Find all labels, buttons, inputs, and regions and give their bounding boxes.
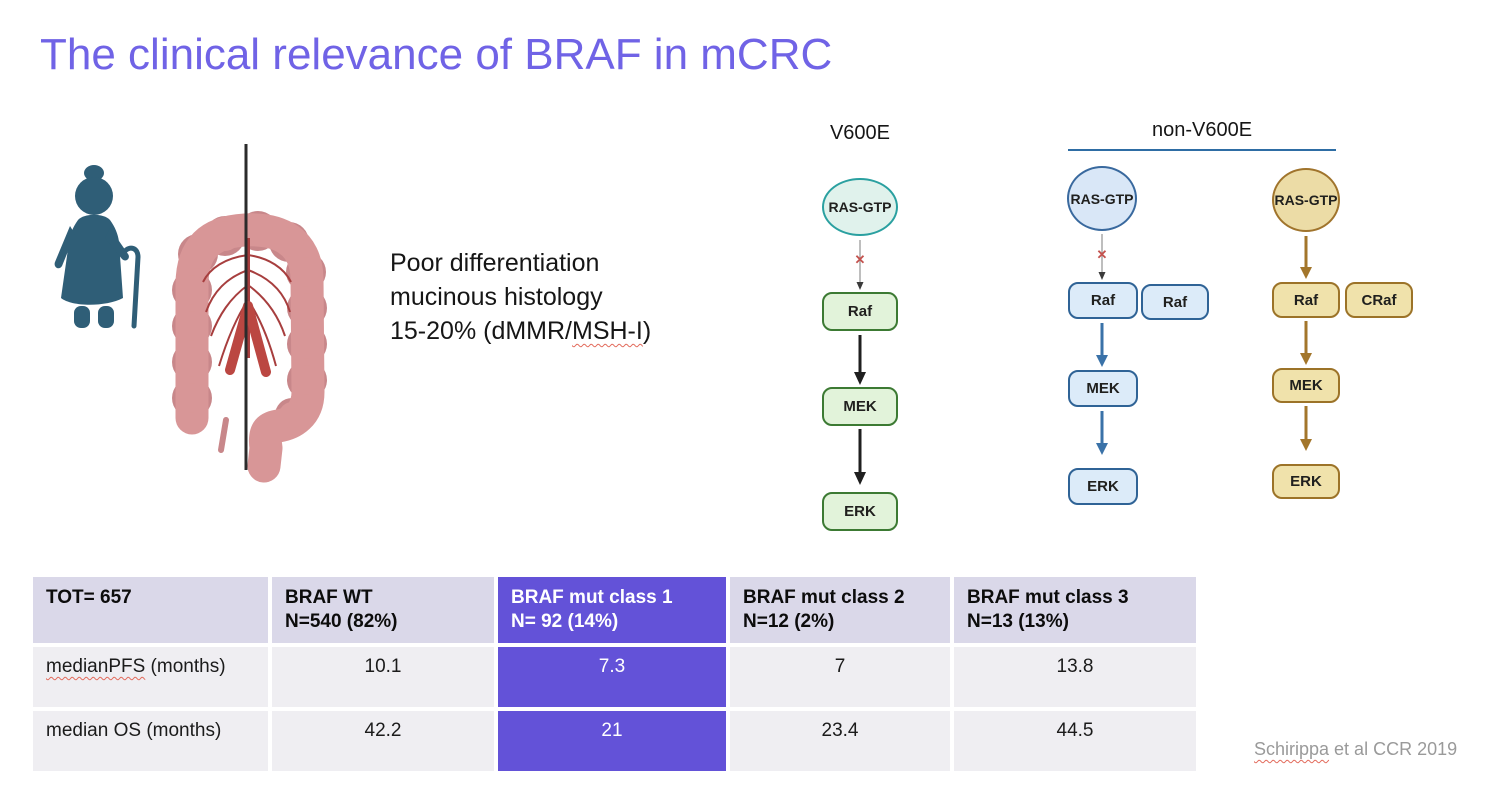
table-cell: 44.5: [954, 711, 1196, 771]
class3-down-arrow-icon: [1300, 236, 1312, 279]
class3-raf-node: Raf: [1272, 282, 1340, 318]
class2-erk-node: ERK: [1068, 468, 1138, 505]
v600e-raf-node: Raf: [822, 292, 898, 331]
table-cell: 10.1: [272, 647, 494, 707]
v600e-down-arrow-icon: [854, 429, 866, 485]
v600e-down-arrow-icon: [854, 335, 866, 385]
table-cell: 21: [498, 711, 726, 771]
class2-ras-gtp-node: RAS-GTP: [1067, 166, 1137, 231]
class3-down-arrow-icon: [1300, 406, 1312, 451]
v600e-blocked-arrow-icon: [856, 240, 864, 290]
table-cell: 23.4: [730, 711, 950, 771]
table-row-median-pfs: medianPFS (months) 10.1 7.3 7 13.8: [33, 647, 1196, 707]
misspelled-term: MSH-I: [572, 317, 643, 345]
table-row-median-os: median OS (months) 42.2 21 23.4 44.5: [33, 711, 1196, 771]
description-line-3: 15-20% (dMMR/MSH-I): [390, 317, 652, 345]
elderly-woman-icon: [54, 165, 141, 329]
v600e-ras-gtp-node: RAS-GTP: [822, 178, 898, 236]
class2-down-arrow-icon: [1096, 323, 1108, 367]
class3-erk-node: ERK: [1272, 464, 1340, 499]
citation: Schirippa et al CCR 2019: [1254, 739, 1458, 759]
v600e-erk-node: ERK: [822, 492, 898, 531]
row-label-median-pfs: medianPFS (months): [33, 647, 268, 707]
v600e-x-icon: ✕: [854, 252, 866, 267]
class3-down-arrow-icon: [1300, 321, 1312, 365]
description-line-1: Poor differentiation: [390, 249, 600, 277]
class2-x-icon: ✕: [1096, 247, 1108, 262]
table-cell: 42.2: [272, 711, 494, 771]
class2-blocked-arrow-icon: [1098, 234, 1106, 280]
col-header-total: TOT= 657: [33, 577, 268, 643]
colon-icon: [172, 211, 327, 483]
description-text: Poor differentiation mucinous histology …: [390, 246, 651, 348]
non-v600e-pathway-title: non-V600E: [1151, 119, 1253, 141]
class2-down-arrow-icon: [1096, 411, 1108, 455]
class3-craf-node: CRaf: [1345, 282, 1413, 318]
page-title: The clinical relevance of BRAF in mCRC: [40, 30, 833, 79]
table-cell: 13.8: [954, 647, 1196, 707]
non-v600e-underline: [1068, 149, 1336, 151]
v600e-mek-node: MEK: [822, 387, 898, 426]
class2-raf2-node: Raf: [1141, 284, 1209, 320]
row-label-median-os: median OS (months): [33, 711, 268, 771]
patient-colon-illustration: [54, 144, 327, 483]
class2-raf-node: Raf: [1068, 282, 1138, 319]
class2-mek-node: MEK: [1068, 370, 1138, 407]
v600e-pathway-title: V600E: [829, 122, 891, 144]
table-cell: 7: [730, 647, 950, 707]
class3-mek-node: MEK: [1272, 368, 1340, 403]
table-cell: 7.3: [498, 647, 726, 707]
description-line-2: mucinous histology: [390, 283, 603, 311]
class3-ras-gtp-node: RAS-GTP: [1272, 168, 1340, 232]
